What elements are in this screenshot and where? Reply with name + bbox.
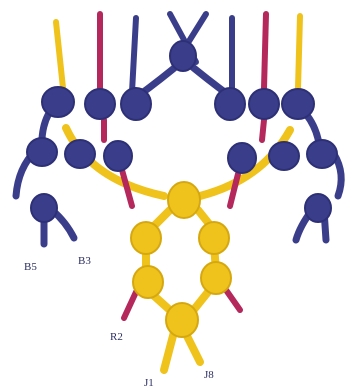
cord-crimson-tail-r2 bbox=[124, 292, 136, 318]
cord-gold-left bbox=[56, 22, 63, 88]
knot-gold-left-2 bbox=[133, 266, 163, 298]
cord-crimson-link-right bbox=[230, 174, 238, 206]
knot-gold-right-2 bbox=[201, 262, 231, 294]
knot-gold-bottom bbox=[166, 303, 198, 337]
knot-left-lower-2 bbox=[65, 140, 95, 168]
cord-gold-right bbox=[298, 16, 300, 88]
knot-left-upper-1 bbox=[42, 87, 74, 117]
knot-right-upper-1 bbox=[215, 88, 245, 120]
knot-top-center bbox=[170, 41, 196, 71]
knot-right-upper-3 bbox=[282, 89, 314, 119]
cord-crimson-mid-right bbox=[262, 120, 264, 140]
cord-tail-j8 bbox=[186, 334, 200, 362]
cord-navy-left bbox=[132, 18, 136, 92]
cord-tail-j1 bbox=[164, 332, 174, 370]
label-b3: B3 bbox=[78, 255, 91, 267]
knot-right-lower-1 bbox=[228, 143, 256, 173]
knot-right-pendant bbox=[305, 194, 331, 222]
label-j8: J8 bbox=[204, 369, 214, 381]
cord-crimson-right bbox=[264, 14, 266, 88]
knot-right-lower-2 bbox=[269, 142, 299, 170]
knot-left-lower-1 bbox=[27, 138, 57, 166]
label-r2: R2 bbox=[110, 331, 123, 343]
knot-gold-right-1 bbox=[199, 222, 229, 254]
label-b5: B5 bbox=[24, 261, 37, 273]
knot-left-pendant bbox=[31, 194, 57, 222]
cord-crimson-tail-right bbox=[226, 290, 240, 310]
label-j1: J1 bbox=[144, 377, 154, 389]
knot-left-upper-3 bbox=[121, 88, 151, 120]
knot-right-upper-2 bbox=[249, 89, 279, 119]
knot-gold-left-1 bbox=[131, 222, 161, 254]
knot-left-lower-3 bbox=[104, 141, 132, 171]
knot-right-lower-3 bbox=[307, 140, 337, 168]
knot-left-upper-2 bbox=[85, 89, 115, 119]
knot-gold-top bbox=[168, 182, 200, 218]
